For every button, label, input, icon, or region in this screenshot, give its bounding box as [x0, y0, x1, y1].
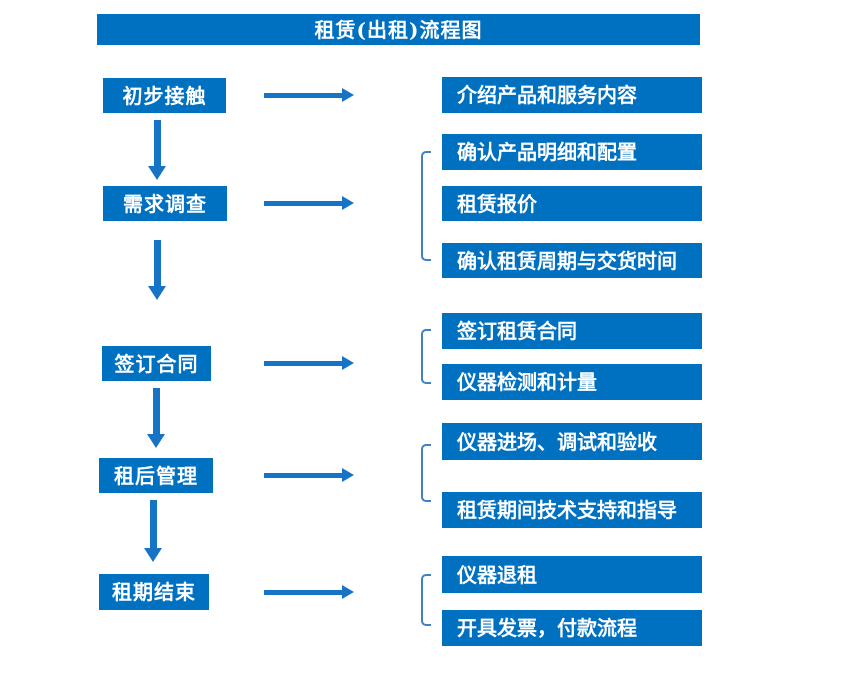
output-box-confirm-rental-period: 确认租赁周期与交货时间 — [442, 243, 702, 278]
down-arrow-3-line — [152, 388, 160, 435]
bracket-rental-end-outputs — [421, 574, 431, 626]
down-arrow-1-head — [148, 166, 166, 180]
flowchart-title-bar: 租赁(出租)流程图 — [97, 14, 700, 45]
right-arrow-4-icon — [264, 468, 354, 482]
right-arrow-2-icon — [264, 196, 354, 210]
right-arrow-3-icon — [264, 356, 354, 370]
right-arrow-1-head — [342, 88, 354, 102]
down-arrow-4-icon — [144, 500, 162, 562]
down-arrow-1-icon — [148, 120, 166, 180]
output-box-confirm-product-details: 确认产品明细和配置 — [442, 134, 702, 170]
stage-box-demand-survey: 需求调查 — [103, 186, 227, 221]
down-arrow-1-line — [153, 120, 161, 167]
output-box-intro-products-services: 介绍产品和服务内容 — [442, 77, 702, 113]
right-arrow-4-head — [342, 468, 354, 482]
right-arrow-2-head — [342, 196, 354, 210]
right-arrow-4-line — [264, 472, 343, 478]
bracket-post-rental-outputs — [421, 444, 431, 502]
right-arrow-2-line — [264, 200, 343, 206]
stage-box-initial-contact: 初步接触 — [103, 78, 226, 113]
output-box-instrument-testing: 仪器检测和计量 — [442, 364, 702, 400]
down-arrow-2-line — [153, 240, 161, 287]
output-box-instrument-return: 仪器退租 — [442, 556, 702, 593]
down-arrow-4-head — [144, 548, 162, 562]
stage-box-rental-end: 租期结束 — [99, 574, 209, 610]
right-arrow-3-line — [264, 360, 343, 366]
output-box-sign-rental-contract: 签订租赁合同 — [442, 313, 702, 349]
output-box-instrument-entry-acceptance: 仪器进场、调试和验收 — [442, 423, 702, 460]
right-arrow-3-head — [342, 356, 354, 370]
flowchart-title: 租赁(出租)流程图 — [314, 17, 483, 42]
right-arrow-5-head — [342, 585, 354, 599]
bracket-sign-contract-outputs — [421, 329, 431, 384]
down-arrow-2-head — [148, 286, 166, 300]
down-arrow-3-head — [147, 434, 165, 448]
output-box-rental-quote: 租赁报价 — [442, 186, 702, 221]
down-arrow-4-line — [149, 500, 157, 549]
output-box-tech-support: 租赁期间技术支持和指导 — [442, 492, 702, 528]
right-arrow-1-line — [264, 92, 343, 98]
down-arrow-2-icon — [148, 240, 166, 300]
output-box-invoice-payment: 开具发票，付款流程 — [442, 610, 702, 646]
right-arrow-5-line — [264, 589, 343, 595]
stage-box-sign-contract: 签订合同 — [102, 346, 211, 381]
right-arrow-1-icon — [264, 88, 354, 102]
down-arrow-3-icon — [147, 388, 165, 448]
right-arrow-5-icon — [264, 585, 354, 599]
bracket-demand-survey-outputs — [421, 151, 431, 261]
stage-box-post-rental-management: 租后管理 — [99, 458, 213, 493]
